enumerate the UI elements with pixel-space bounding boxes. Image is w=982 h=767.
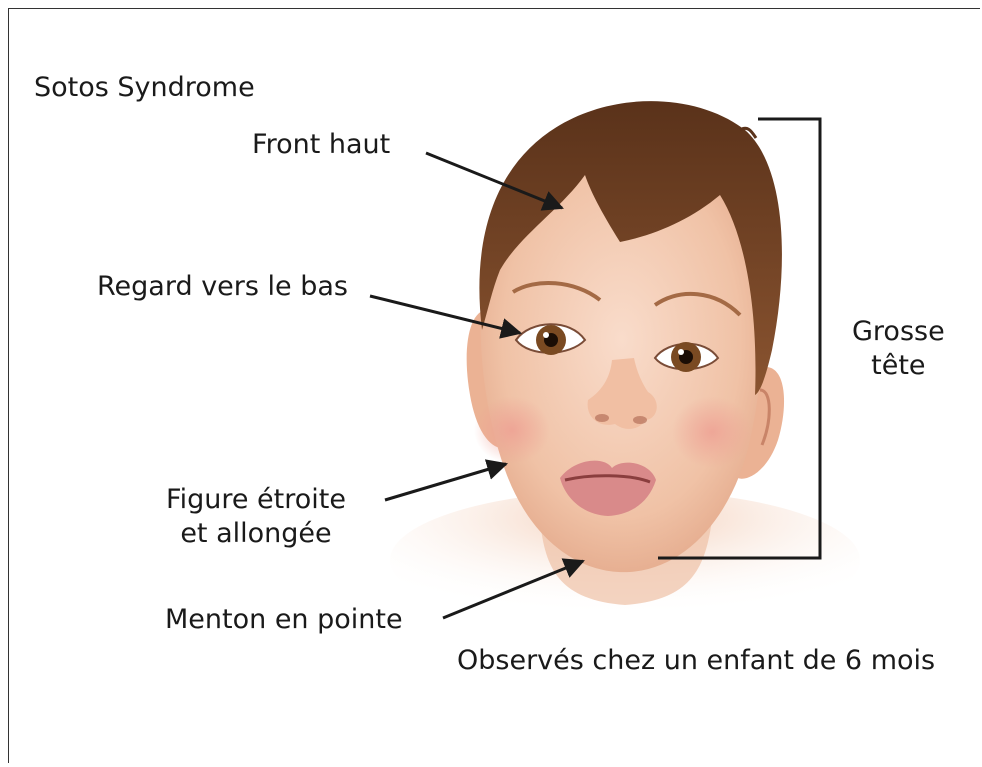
label-regard: Regard vers le bas (97, 270, 348, 304)
label-figure-etroite: Figure étroite et allongée (166, 483, 346, 551)
label-front-haut: Front haut (252, 128, 390, 162)
caption: Observés chez un enfant de 6 mois (457, 644, 935, 678)
left-cheek (474, 396, 550, 464)
figure-title: Sotos Syndrome (34, 71, 255, 105)
right-cheek (672, 396, 752, 468)
arrow-figure (385, 464, 506, 500)
label-grosse-tete: Grosse tête (852, 315, 945, 383)
label-menton: Menton en pointe (165, 603, 403, 637)
